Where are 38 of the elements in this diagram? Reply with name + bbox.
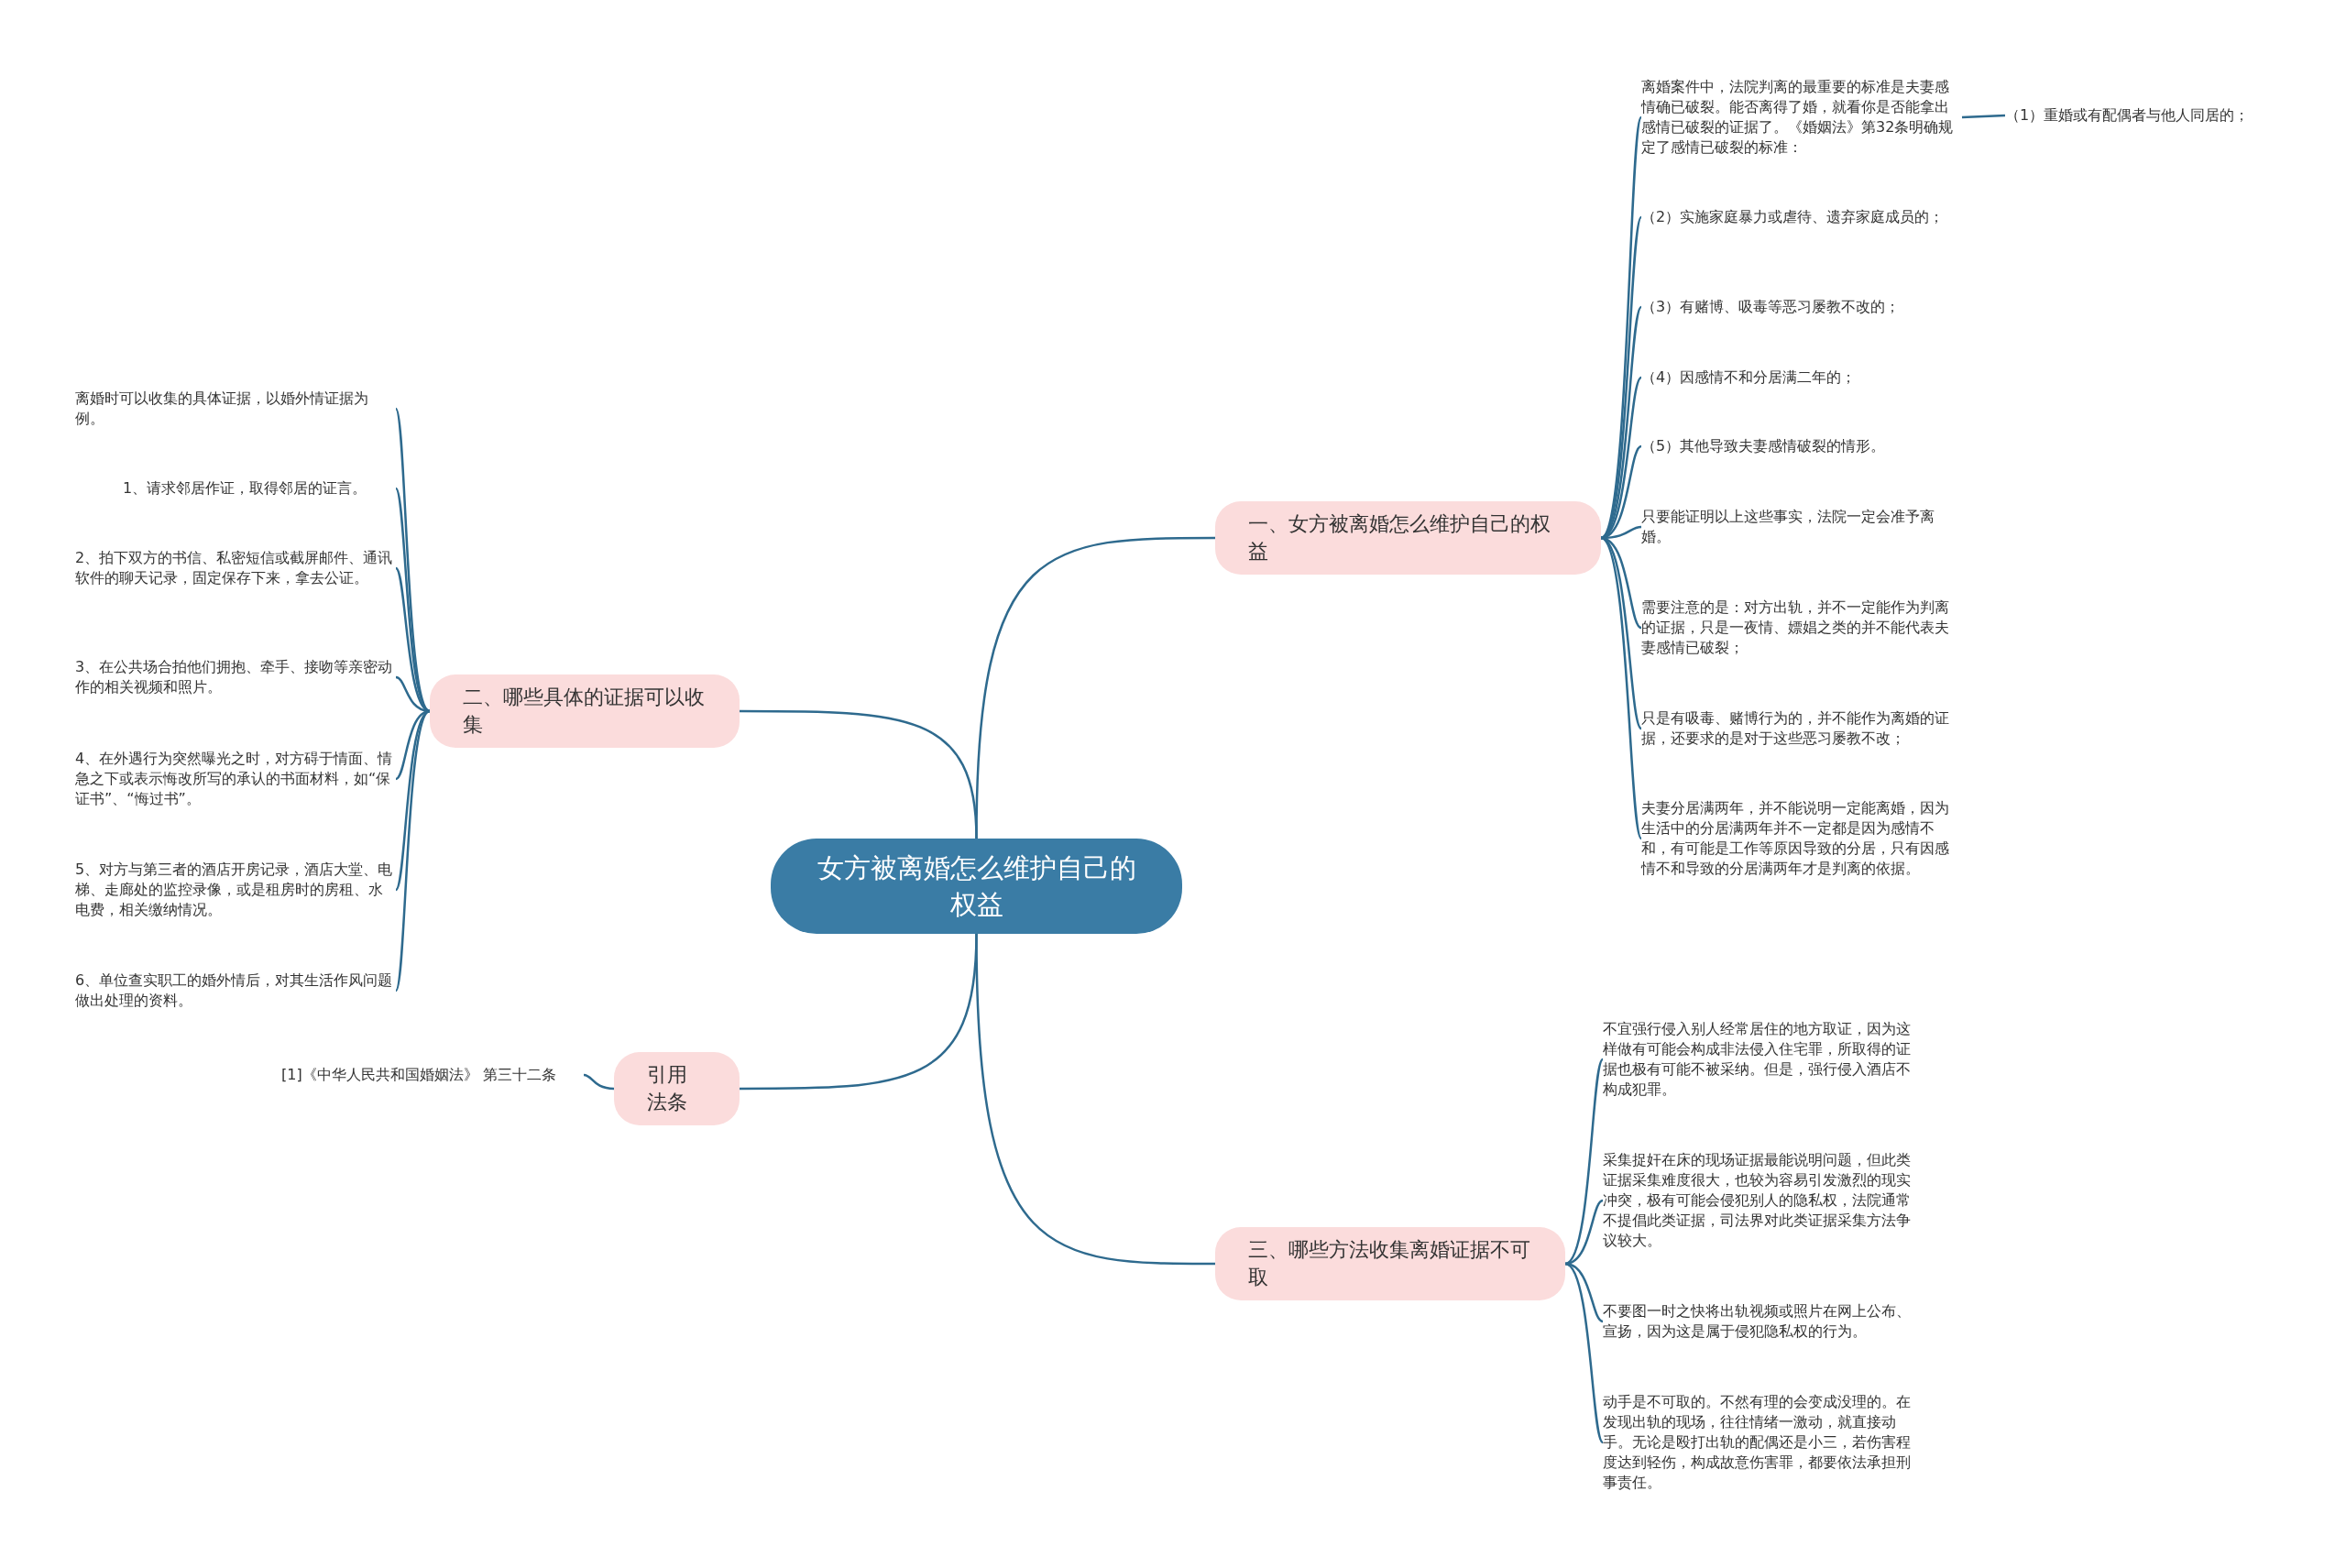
leaf-text: 2、拍下双方的书信、私密短信或截屏邮件、通讯软件的聊天记录，固定保存下来，拿去公证。 — [75, 548, 396, 588]
leaf-text: 只是有吸毒、赌博行为的，并不能作为离婚的证据，还要求的是对于这些恶习屡教不改； — [1641, 708, 1962, 749]
connector — [1564, 1262, 1604, 1443]
leaf-text: 只要能证明以上这些事实，法院一定会准予离婚。 — [1641, 507, 1962, 547]
leaf-text: （3）有赌博、吸毒等恶习屡教不改的； — [1641, 297, 1962, 317]
leaf-text: [1]《中华人民共和国婚姻法》 第三十二条 — [281, 1065, 584, 1085]
connector — [1961, 114, 2006, 119]
leaf-text: 1、请求邻居作证，取得邻居的证言。 — [123, 478, 396, 499]
leaf-text: 不宜强行侵入别人经常居住的地方取证，因为这样做有可能会构成非法侵入住宅罪，所取得的证据也极有可能不被采纳。但是，强行侵入酒店不构成犯罪。 — [1603, 1019, 1920, 1100]
connector — [394, 408, 431, 712]
central-topic: 女方被离婚怎么维护自己的权益 — [771, 839, 1182, 934]
leaf-text: 3、在公共场合拍他们拥抱、牵手、接吻等亲密动作的相关视频和照片。 — [75, 657, 396, 697]
leaf-text: 离婚案件中，法院判离的最重要的标准是夫妻感情确已破裂。能否离得了婚，就看你是否能拿出感情已破裂的证据了。《婚姻法》第32条明确规定了感情已破裂的标准： — [1641, 77, 1962, 158]
leaf-text: 离婚时可以收集的具体证据，以婚外情证据为例。 — [75, 389, 396, 429]
branch-topic: 三、哪些方法收集离婚证据不可取 — [1215, 1227, 1565, 1300]
leaf-text: （4）因感情不和分居满二年的； — [1641, 367, 1962, 388]
connector — [1600, 537, 1643, 839]
leaf-text: （5）其他导致夫妻感情破裂的情形。 — [1641, 436, 1962, 456]
branch-topic: 引用法条 — [614, 1052, 740, 1125]
connector — [975, 933, 1215, 1266]
leaf-text: （1）重婚或有配偶者与他人同居的； — [2005, 105, 2280, 126]
connector — [740, 709, 978, 839]
leaf-text: 需要注意的是：对方出轨，并不一定能作为判离的证据，只是一夜情、嫖娼之类的并不能代表夫妻感情已破裂； — [1641, 598, 1962, 658]
leaf-text: 6、单位查实职工的婚外情后，对其生活作风问题做出处理的资料。 — [75, 970, 396, 1011]
leaf-text: （2）实施家庭暴力或虐待、遗弃家庭成员的； — [1641, 207, 1962, 227]
connector — [1564, 1058, 1605, 1266]
connector — [1600, 116, 1643, 539]
connector — [583, 1073, 615, 1091]
leaf-text: 采集捉奸在床的现场证据最能说明问题，但此类证据采集难度很大，也较为容易引发激烈的现实冲突，极有可能会侵犯别人的隐私权，法院通常不提倡此类证据，司法界对此类证据采集方法争议较大。 — [1603, 1150, 1920, 1251]
branch-topic: 二、哪些具体的证据可以收集 — [430, 674, 740, 748]
branch-topic: 一、女方被离婚怎么维护自己的权益 — [1215, 501, 1601, 575]
leaf-text: 4、在外遇行为突然曝光之时，对方碍于情面、情急之下或表示悔改所写的承认的书面材料，如“保证书”、“悔过书”。 — [75, 749, 396, 809]
connector — [394, 710, 431, 992]
leaf-text: 5、对方与第三者的酒店开房记录，酒店大堂、电梯、走廊处的监控录像，或是租房时的房租、水电费，相关缴纳情况。 — [75, 860, 396, 920]
leaf-text: 动手是不可取的。不然有理的会变成没理的。在发现出轨的现场，往往情绪一激动，就直接动手。无论是殴打出轨的配偶还是小三，若伤害程度达到轻伤，构成故意伤害罪，都要依法承担刑事责任。 — [1603, 1392, 1920, 1493]
connector — [394, 709, 431, 891]
leaf-text: 夫妻分居满两年，并不能说明一定能离婚，因为生活中的分居满两年并不一定都是因为感情不和，有可能是工作等原因导致的分居，只有因感情不和导致的分居满两年才是判离的依据。 — [1641, 798, 1962, 879]
leaf-text: 不要图一时之快将出轨视频或照片在网上公布、宣扬，因为这是属于侵犯隐私权的行为。 — [1603, 1301, 1920, 1342]
